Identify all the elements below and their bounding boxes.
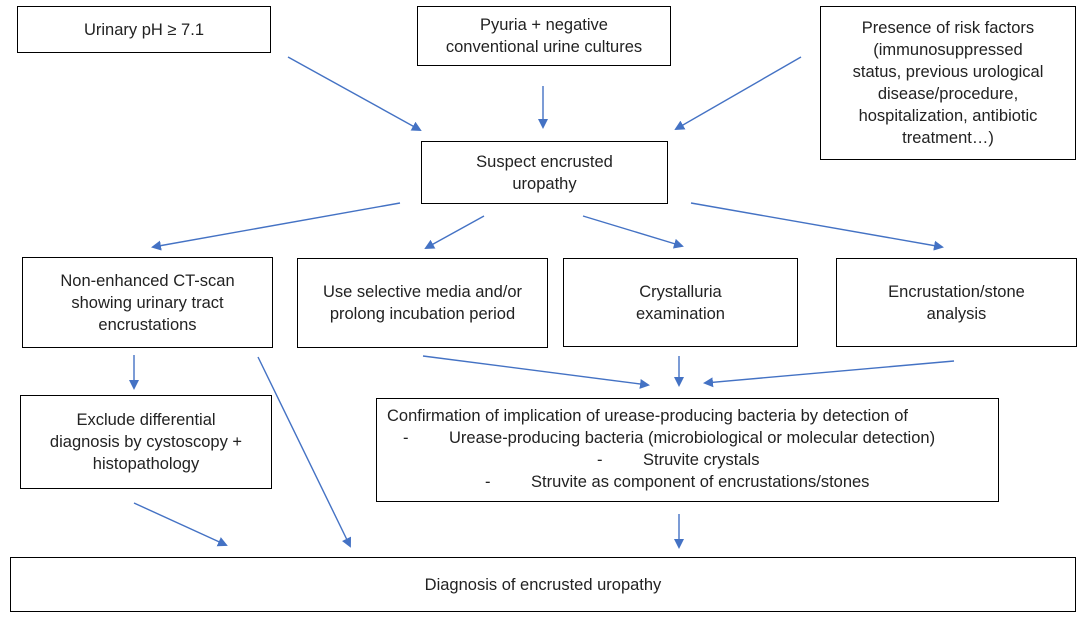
arrow-ph-to-suspect [287,56,422,131]
ct-scan-line-2: showing urinary tract [71,293,224,312]
suspect-line-1: Suspect encrusted [476,152,613,171]
diagnosis-box: Diagnosis of encrusted uropathy [10,557,1076,612]
exclude-differential-box: Exclude differential diagnosis by cystos… [20,395,272,489]
confirmation-bullet-1: -Urease-producing bacteria (microbiologi… [403,429,936,447]
risk-factors-line-3: status, previous urological [852,63,1044,81]
suspect-line-2: uropathy [512,174,577,193]
crystalluria-line-1: Crystalluria [639,282,722,301]
arrow-suspect-to-media [424,215,485,249]
arrow-suspect-to-stone [690,202,944,251]
ct-scan-line-1: Non-enhanced CT-scan [60,271,235,290]
arrow-risk-to-suspect [674,56,802,130]
urinary-ph-text: Urinary pH ≥ 7.1 [83,20,204,39]
urinary-ph-box: Urinary pH ≥ 7.1 [17,6,271,53]
risk-factors-line-1: Presence of risk factors [861,19,1035,37]
selective-media-line-2: prolong incubation period [329,305,516,323]
pyuria-box: Pyuria + negative conventional urine cul… [417,6,671,66]
selective-media-line-1: Use selective media and/or [322,283,522,301]
stone-analysis-line-1: Encrustation/stone [888,282,1025,301]
risk-factors-box: Presence of risk factors (immunosuppress… [820,6,1076,160]
stone-analysis-box: Encrustation/stone analysis [836,258,1077,347]
arrow-suspect-to-ct [151,202,401,251]
risk-factors-line-6: treatment…) [902,129,994,147]
crystalluria-box: Crystalluria examination [563,258,798,347]
pyuria-text-line-1: Pyuria + negative [480,16,608,34]
ct-scan-line-3: encrustations [98,315,197,334]
arrow-stone-to-confirm [703,360,955,388]
risk-factors-line-2: (immunosuppressed [873,41,1023,59]
exclude-line-3: histopathology [92,455,200,473]
risk-factors-line-5: hospitalization, antibiotic [858,107,1038,125]
exclude-line-2: diagnosis by cystoscopy + [49,433,243,451]
suspect-encrusted-uropathy-box: Suspect encrusted uropathy [421,141,668,204]
risk-factors-line-4: disease/procedure, [877,85,1019,103]
arrow-exclude-to-diagnosis [133,502,228,547]
arrow-media-to-confirm [422,355,650,389]
arrow-suspect-to-crystal [582,215,684,249]
selective-media-box: Use selective media and/or prolong incub… [297,258,548,348]
pyuria-text-line-2: conventional urine cultures [445,38,643,56]
confirmation-heading: Confirmation of implication of urease-pr… [387,407,908,425]
stone-analysis-line-2: analysis [926,304,987,323]
ct-scan-box: Non-enhanced CT-scan showing urinary tra… [22,257,273,348]
confirmation-bullet-3: -Struvite as component of encrustations/… [485,473,870,491]
confirmation-bullet-2: -Struvite crystals [597,451,760,469]
exclude-line-1: Exclude differential [76,411,216,429]
crystalluria-line-2: examination [636,304,725,323]
confirmation-box: Confirmation of implication of urease-pr… [376,398,999,502]
diagnosis-text: Diagnosis of encrusted uropathy [424,575,662,594]
